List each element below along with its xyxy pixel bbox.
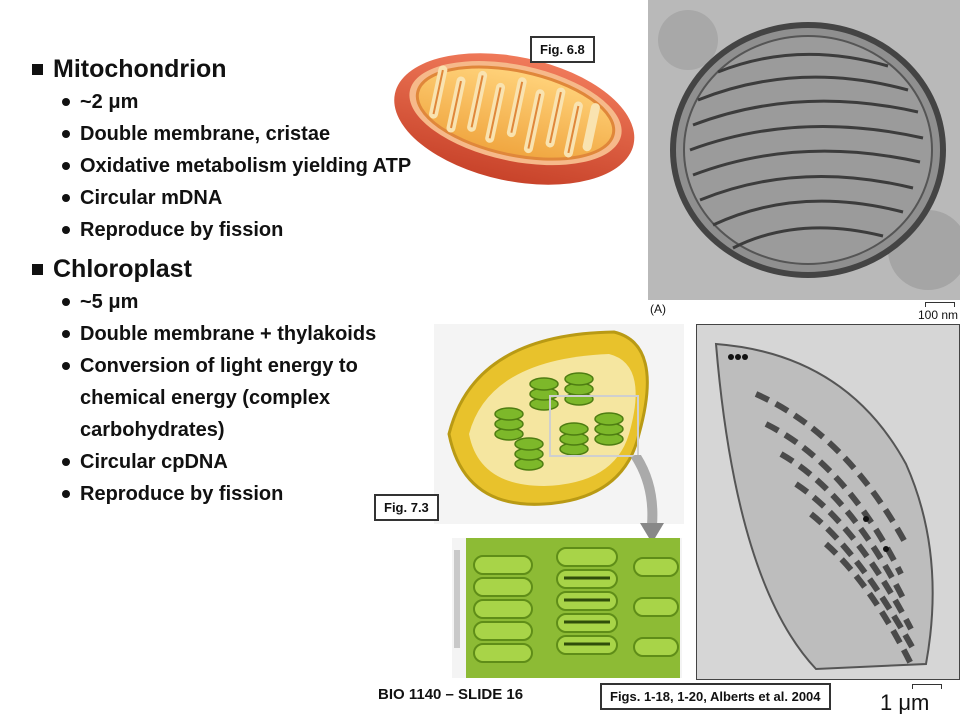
section-title: Mitochondrion bbox=[32, 52, 472, 86]
chloroplast-illustration bbox=[434, 324, 684, 524]
scale-bar bbox=[912, 684, 942, 689]
square-bullet-icon bbox=[32, 263, 43, 275]
list-item: ~2 μm bbox=[62, 86, 472, 118]
panel-label: (A) bbox=[650, 302, 666, 316]
list-item: Double membrane + thylakoids bbox=[62, 318, 422, 350]
figure-label: Fig. 6.8 bbox=[530, 36, 595, 63]
figure-label: Figs. 1-18, 1-20, Alberts et al. 2004 bbox=[600, 683, 831, 710]
scale-label: 100 nm bbox=[918, 308, 959, 322]
mito-items: ~2 μm Double membrane, cristae Oxidative… bbox=[32, 86, 472, 246]
list-item: Circular mDNA bbox=[62, 182, 472, 214]
list-item: ~5 μm bbox=[62, 286, 422, 318]
mitochondrion-illustration bbox=[394, 53, 635, 185]
scale-bar bbox=[925, 302, 955, 307]
mitochondrion-micrograph bbox=[648, 0, 960, 300]
slide-footer: BIO 1140 – SLIDE 16 bbox=[378, 686, 524, 703]
section-chloroplast: Chloroplast ~5 μm Double membrane + thyl… bbox=[32, 252, 472, 510]
thylakoid-closeup bbox=[452, 538, 682, 678]
list-item: Double membrane, cristae bbox=[62, 118, 472, 150]
scale-label: 1 μm bbox=[880, 690, 930, 715]
section-mitochondrion: Mitochondrion ~2 μm Double membrane, cri… bbox=[32, 52, 472, 246]
list-item: Circular cpDNA bbox=[62, 446, 422, 478]
square-bullet-icon bbox=[32, 63, 43, 75]
figure-label: Fig. 7.3 bbox=[374, 494, 439, 521]
chloroplast-micrograph bbox=[696, 324, 960, 680]
list-item: Reproduce by fission bbox=[62, 478, 422, 510]
list-item: Conversion of light energy to chemical e… bbox=[62, 350, 422, 446]
arrow-icon bbox=[630, 455, 664, 543]
section-title-text: Chloroplast bbox=[53, 254, 192, 283]
list-item: Reproduce by fission bbox=[62, 214, 472, 246]
bullet-list: Mitochondrion ~2 μm Double membrane, cri… bbox=[32, 52, 472, 510]
section-title-text: Mitochondrion bbox=[53, 54, 227, 83]
list-item: Oxidative metabolism yielding ATP bbox=[62, 150, 472, 182]
section-title: Chloroplast bbox=[32, 252, 472, 286]
chloro-items: ~5 μm Double membrane + thylakoids Conve… bbox=[32, 286, 422, 510]
